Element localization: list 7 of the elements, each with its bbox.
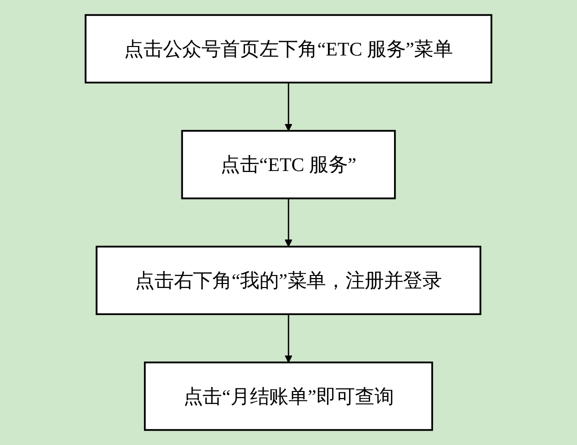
process-box: 点击“月结账单”即可查询 — [144, 362, 434, 431]
process-box: 点击公众号首页左下角“ETC 服务”菜单 — [84, 14, 492, 84]
process-box: 点击右下角“我的”菜单，注册并登录 — [96, 246, 482, 316]
process-box: 点击“ETC 服务” — [181, 130, 396, 200]
arrow — [284, 82, 292, 132]
arrow — [284, 198, 292, 247]
arrow — [284, 314, 292, 363]
